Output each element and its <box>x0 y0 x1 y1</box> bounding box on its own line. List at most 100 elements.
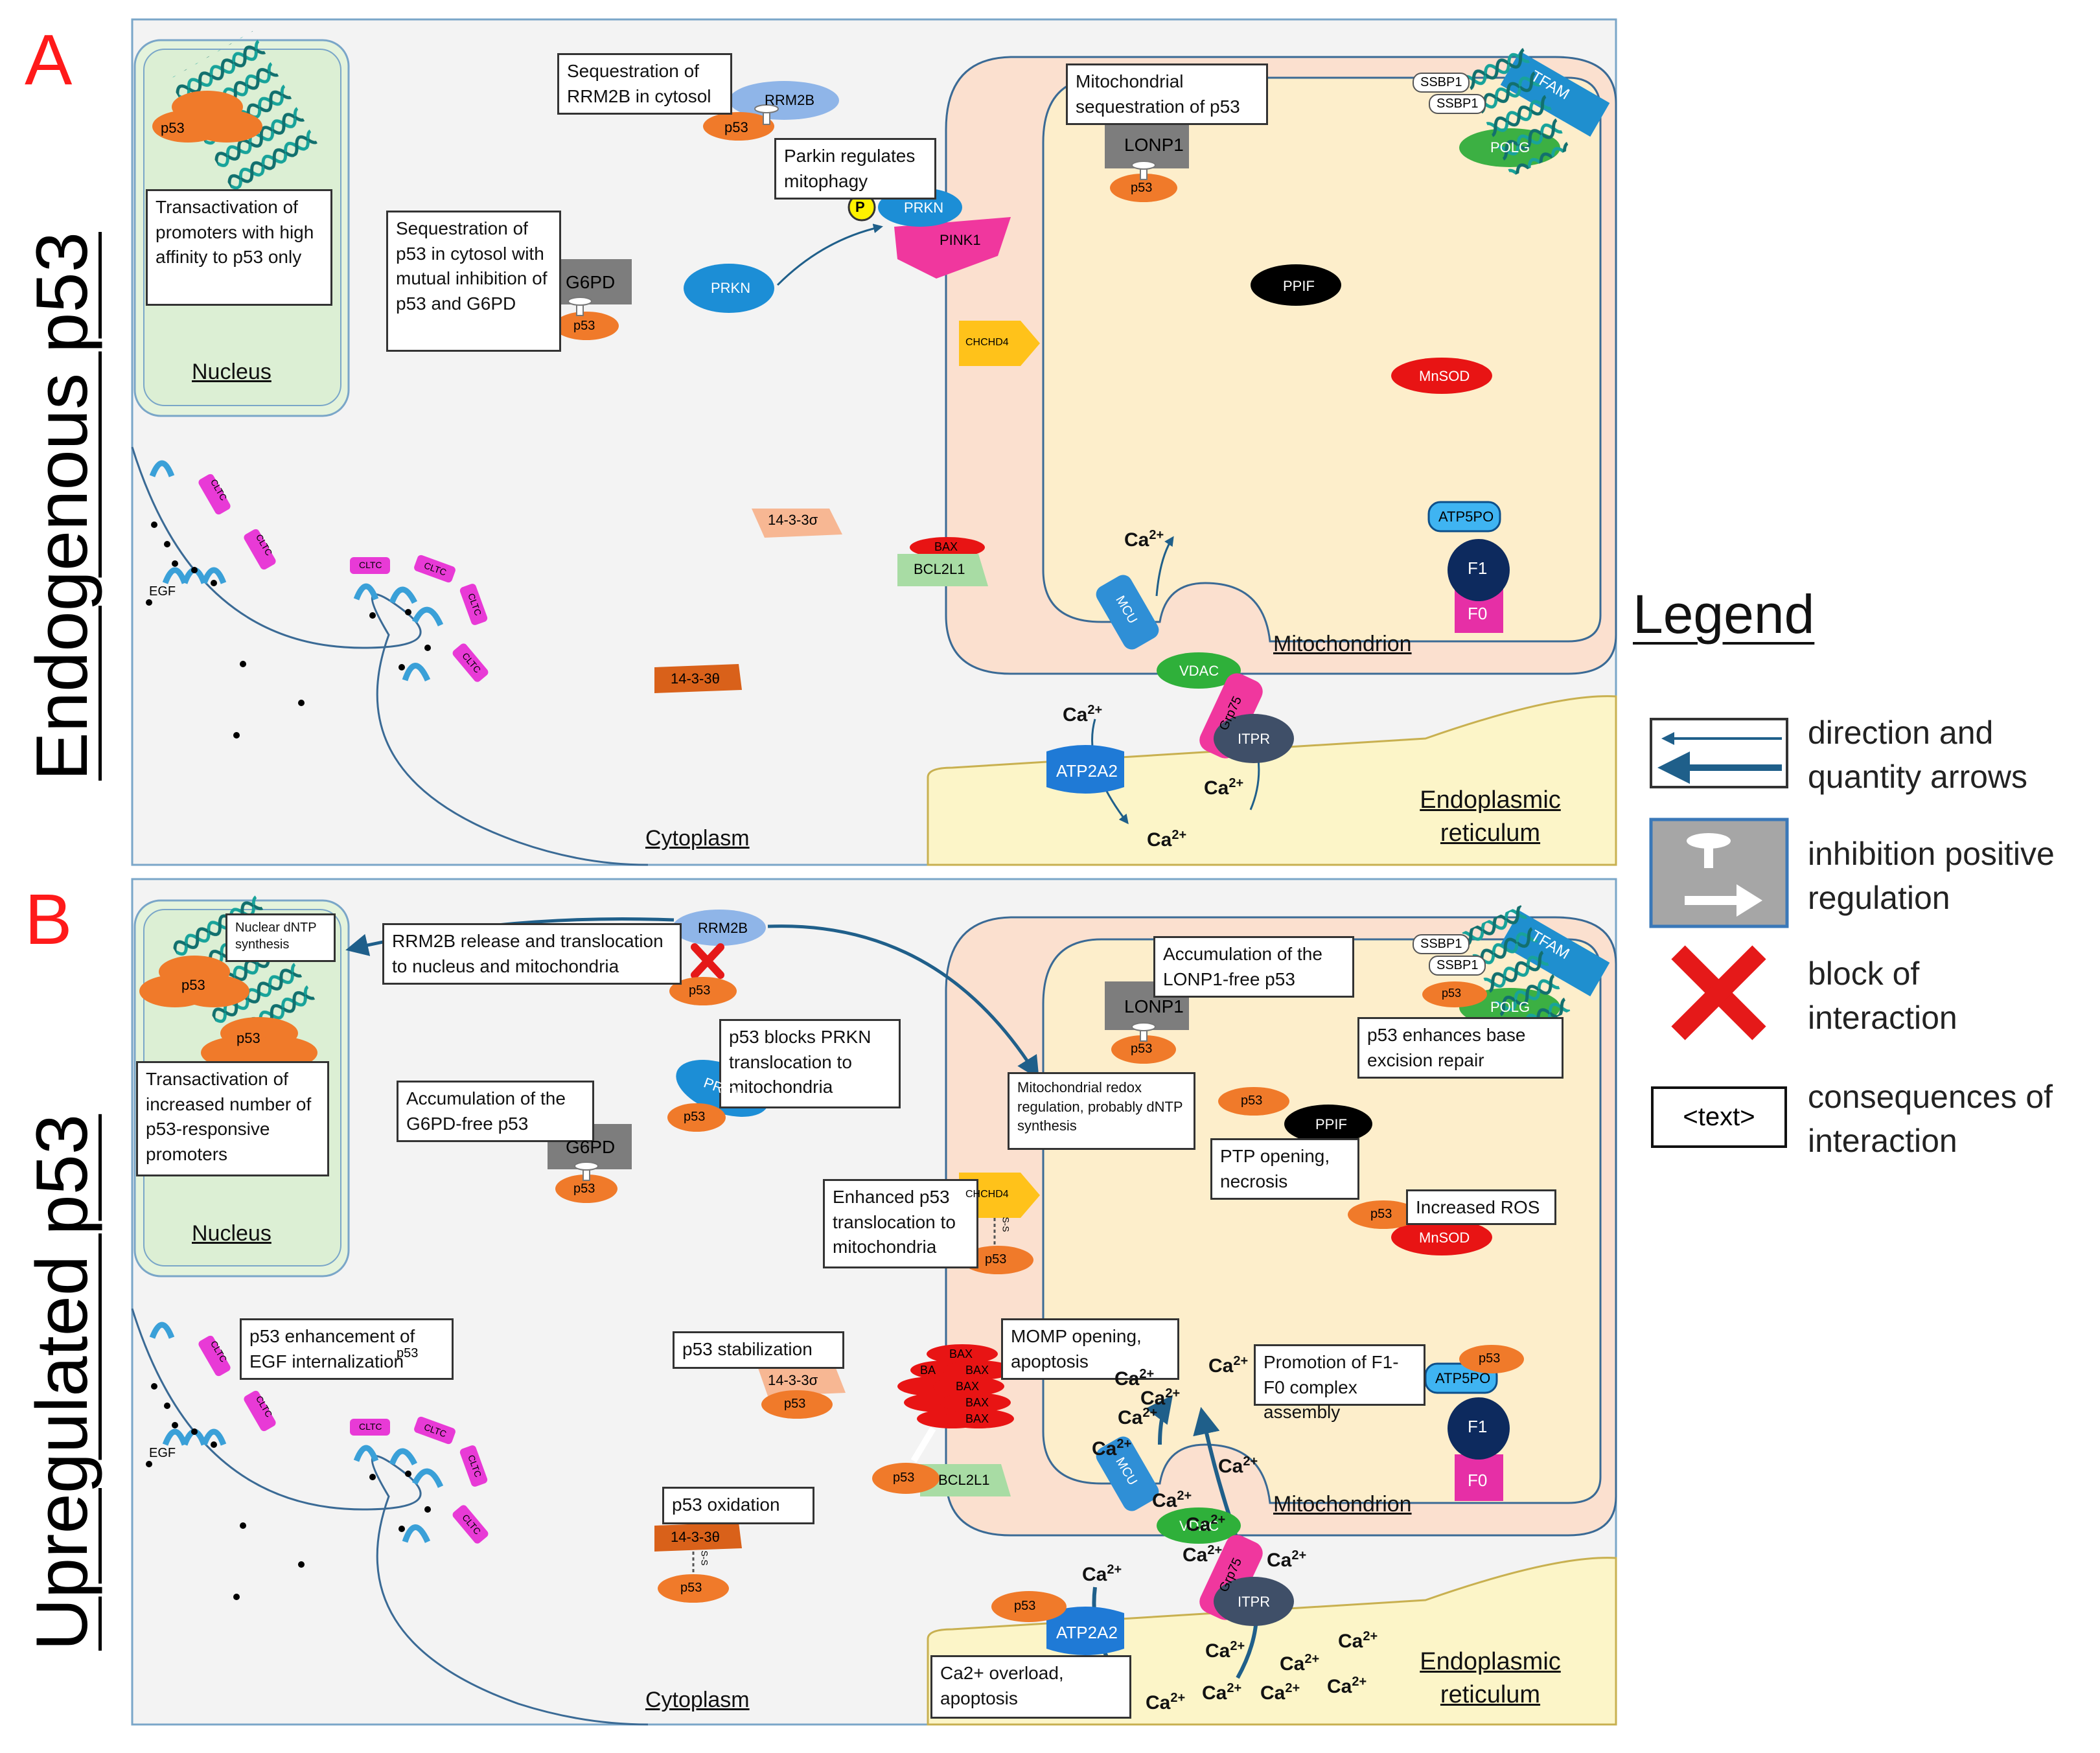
p53-lonp1 <box>1110 174 1177 202</box>
mitochondrion-label: Mitochondrion <box>1273 632 1412 656</box>
p53-label: p53 <box>1241 1094 1263 1108</box>
cytoplasm-label: Cytoplasm <box>645 826 750 851</box>
legend-item-arrows: direction and quantity arrows <box>1808 715 2028 795</box>
legend-item-regulation: inhibition positive regulation <box>1808 836 2055 916</box>
panel-a-letter: A <box>25 20 73 100</box>
p53-label: p53 <box>237 1030 260 1046</box>
block-x-icon <box>691 943 724 979</box>
p53-molecules <box>374 977 1524 1622</box>
legend-sample-box: <text> <box>1651 1086 1787 1148</box>
bax-label: BAX <box>965 1364 989 1377</box>
ca-ion-label: Ca2+ <box>1218 1454 1258 1477</box>
increased-ros-box: Increased ROS <box>1406 1189 1556 1225</box>
p53-rrm2b <box>703 112 774 141</box>
polg-label: POLG <box>1490 139 1530 155</box>
vdac-label: VDAC <box>1179 1518 1219 1534</box>
p53-label: p53 <box>985 1252 1007 1266</box>
ca-ion-label: Ca2+ <box>1204 776 1244 799</box>
itpr-shape <box>1214 714 1294 763</box>
mcu-shape <box>1096 575 1159 650</box>
egf-receptors <box>149 460 444 682</box>
cytoplasm-label: Cytoplasm <box>645 1688 750 1712</box>
p53-label: p53 <box>1131 1042 1153 1056</box>
transactivation-box: Transactivation of increased number of p… <box>136 1061 329 1176</box>
transactivation-box: Transactivation of promoters with high a… <box>146 189 332 306</box>
atp5po-label: ATP5PO <box>1438 509 1494 525</box>
g6pd-free-box: Accumulation of the G6PD-free p53 <box>397 1081 594 1142</box>
vdac-shape <box>1157 652 1241 689</box>
ca-overload-box: Ca2+ overload, apoptosis <box>930 1655 1131 1719</box>
g6pd-shape <box>548 259 632 304</box>
f1-f0-assembly-box: Promotion of F1-F0 complex assembly <box>1254 1344 1425 1422</box>
polg-label: POLG <box>1490 999 1530 1015</box>
prkn-block-box: p53 blocks PRKN translocation to mitocho… <box>719 1019 901 1108</box>
bax-label: BAX <box>965 1396 989 1409</box>
ca-ion-label: Ca2+ <box>1063 703 1103 726</box>
ca-ion-label: Ca2+ <box>1202 1681 1242 1704</box>
ca-mcu-arrow <box>1155 536 1174 597</box>
p53-label: p53 <box>181 977 205 993</box>
bcl2l1-label: BCL2L1 <box>938 1472 990 1488</box>
ca-ion-label: Ca2+ <box>1124 528 1164 551</box>
14-3-3-sigma-shape <box>752 509 842 538</box>
rrm2b-label: RRM2B <box>698 920 748 936</box>
14-3-3-theta-label: 14-3-3θ <box>671 1529 720 1545</box>
ssbp1-label: SSBP1 <box>1413 73 1470 93</box>
momp-opening-box: MOMP opening, apoptosis <box>1001 1318 1179 1380</box>
legend-item-consequences: consequences of interaction <box>1808 1079 2053 1159</box>
dna-mito <box>1462 43 1571 177</box>
egf-dots <box>146 1383 431 1600</box>
p53-label: p53 <box>1442 987 1462 1000</box>
legend-title: Legend <box>1633 584 1815 645</box>
cltc-proteins <box>198 474 489 682</box>
nuclear-dntp-box: Nuclear dNTP synthesis <box>225 913 336 962</box>
f1-label: F1 <box>1468 558 1488 578</box>
atp2a2-shape <box>1046 1607 1124 1655</box>
rrm2b-shape <box>673 910 766 946</box>
base-excision-box: p53 enhances base excision repair <box>1357 1017 1563 1079</box>
p53-label: p53 <box>573 1182 595 1196</box>
ca-ion-label: Ca2+ <box>1092 1437 1132 1460</box>
p53-label: p53 <box>784 1397 806 1411</box>
ppif-label: PPIF <box>1315 1116 1347 1132</box>
chchd4-label: CHCHD4 <box>965 337 1009 348</box>
ca-ion-label: Ca2+ <box>1205 1639 1245 1662</box>
dna-helix <box>168 30 317 192</box>
prkn-cyto-shape <box>684 264 774 313</box>
p53-label: p53 <box>1014 1599 1036 1613</box>
chchd4-label: CHCHD4 <box>965 1189 1009 1200</box>
g6pd-label: G6PD <box>566 272 616 292</box>
vdac-label: VDAC <box>1179 663 1219 679</box>
ppif-label: PPIF <box>1283 278 1315 294</box>
p53-cluster <box>152 91 262 143</box>
ppif-shape <box>1284 1105 1372 1143</box>
mnsod-shape <box>1391 358 1492 394</box>
panel-b-letter: B <box>25 880 73 959</box>
bax-shape <box>910 537 985 558</box>
g6pd-sequestration-box: Sequestration of p53 in cytosol with mut… <box>386 211 561 352</box>
14-3-3-theta-shape <box>654 664 742 693</box>
f0-shape <box>1455 1454 1503 1501</box>
ppif-shape <box>1251 264 1341 306</box>
p53-label: p53 <box>680 1581 702 1595</box>
mnsod-label: MnSOD <box>1419 1230 1470 1246</box>
pink1-label: PINK1 <box>940 232 981 248</box>
bax-label: BAX <box>934 540 958 553</box>
bax-label: BAX <box>965 1412 989 1425</box>
mnsod-label: MnSOD <box>1419 368 1470 384</box>
p53-label: p53 <box>1131 181 1153 195</box>
bax-label: BAX <box>956 1380 980 1393</box>
ca-ion-label: Ca2+ <box>1114 1367 1155 1390</box>
ca-ion-label: Ca2+ <box>1267 1548 1307 1571</box>
egf-label: EGF <box>149 1446 176 1460</box>
legend-arrow-box <box>1650 718 1788 788</box>
inhibition-marks <box>574 1022 1156 1181</box>
egf-internalization-box: p53 enhancement of EGF internalization <box>240 1318 454 1380</box>
cltc-proteins <box>198 1335 489 1544</box>
p53-oxidation-box: p53 oxidation <box>662 1487 814 1524</box>
phosphate-label: P <box>855 199 865 215</box>
bcl2l1-shape <box>920 1464 1011 1496</box>
prkn-label: PRKN <box>711 280 751 296</box>
egf-label: EGF <box>149 584 176 599</box>
